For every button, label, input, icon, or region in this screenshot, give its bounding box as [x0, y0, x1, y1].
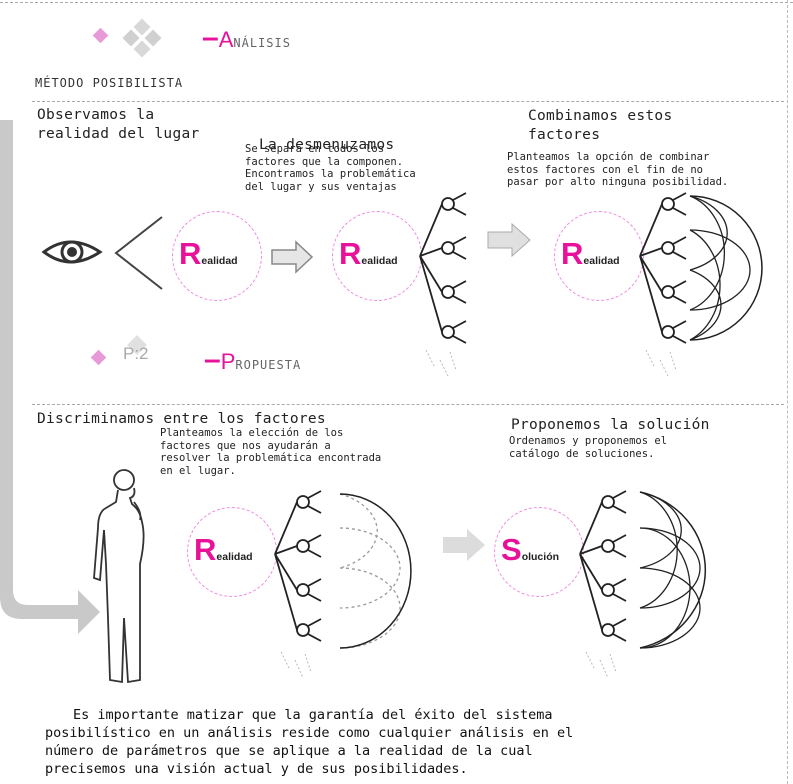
analisis-rest: NÁLISIS	[233, 36, 291, 50]
right-arrow-icon	[486, 222, 534, 258]
eye-icon	[40, 228, 110, 278]
propuesta-code: P:2	[123, 344, 149, 364]
title-dash: –	[204, 343, 221, 376]
person-icon	[90, 468, 160, 690]
title-dash: –	[202, 21, 219, 54]
right-arrow-icon	[270, 240, 316, 274]
vision-cone	[110, 215, 180, 291]
factor-tree-3	[620, 190, 780, 390]
factor-tree-2	[400, 190, 470, 390]
propuesta-initial: P	[221, 349, 236, 374]
realidad-circle-1: Realidad	[172, 211, 262, 301]
conclusion-paragraph: Es importante matizar que la garantía de…	[45, 706, 573, 778]
step-3-desc: Planteamos la opción de combinar estos f…	[507, 151, 728, 189]
factor-tree-5	[560, 488, 760, 698]
step-5-desc: Ordenamos y proponemos el catálogo de so…	[509, 435, 667, 460]
propuesta-rest: ROPUESTA	[235, 358, 301, 372]
step-1-heading: Observamos la realidad del lugar	[37, 106, 200, 144]
right-border	[787, 0, 788, 784]
divider-2	[32, 404, 784, 405]
step-3-heading: Combinamos estos factores	[528, 107, 672, 145]
factor-tree-4	[255, 488, 415, 698]
analisis-initial: A	[219, 27, 234, 52]
analisis-title: –ANÁLISIS	[202, 24, 291, 53]
divider-1	[32, 101, 784, 102]
step-4-desc: Planteamos la elección de los factores q…	[160, 427, 381, 477]
propuesta-title: –PROPUESTA	[204, 346, 301, 375]
step-2-desc: Se separa en todos los factores que la c…	[245, 143, 416, 193]
step-5-heading: Proponemos la solución	[511, 416, 710, 435]
right-arrow-icon	[441, 528, 489, 562]
